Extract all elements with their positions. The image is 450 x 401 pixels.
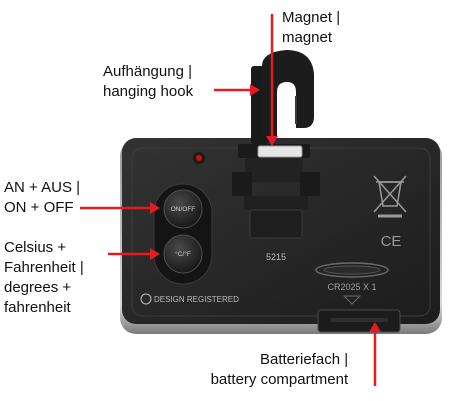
ce-mark: CE <box>381 233 402 250</box>
power-button <box>163 189 203 229</box>
unit-button <box>163 234 203 274</box>
magnet <box>257 145 303 158</box>
power-label: AN + AUS | ON + OFF <box>4 179 81 216</box>
power-button-text: ON/OFF <box>171 206 196 213</box>
model-number: 5215 <box>266 252 286 262</box>
pointer-arrows <box>80 14 381 386</box>
hook-label: Aufhängung | hanging hook <box>103 63 194 100</box>
hanging-hook <box>232 50 320 239</box>
copyright-icon <box>140 293 152 305</box>
battery-symbol <box>315 262 389 278</box>
design-registered: DESIGN REGISTERED <box>154 295 239 304</box>
battery-type: CR2025 X 1 <box>327 282 376 292</box>
recycling-bin-icon <box>373 175 407 218</box>
battery-label: Batteriefach | battery compartment <box>210 351 349 388</box>
unit-button-text: °C/°F <box>175 250 191 258</box>
magnet-label: Magnet | magnet <box>282 9 341 46</box>
unit-label: Celsius + Fahrenheit | degrees + fahrenh… <box>4 239 84 316</box>
